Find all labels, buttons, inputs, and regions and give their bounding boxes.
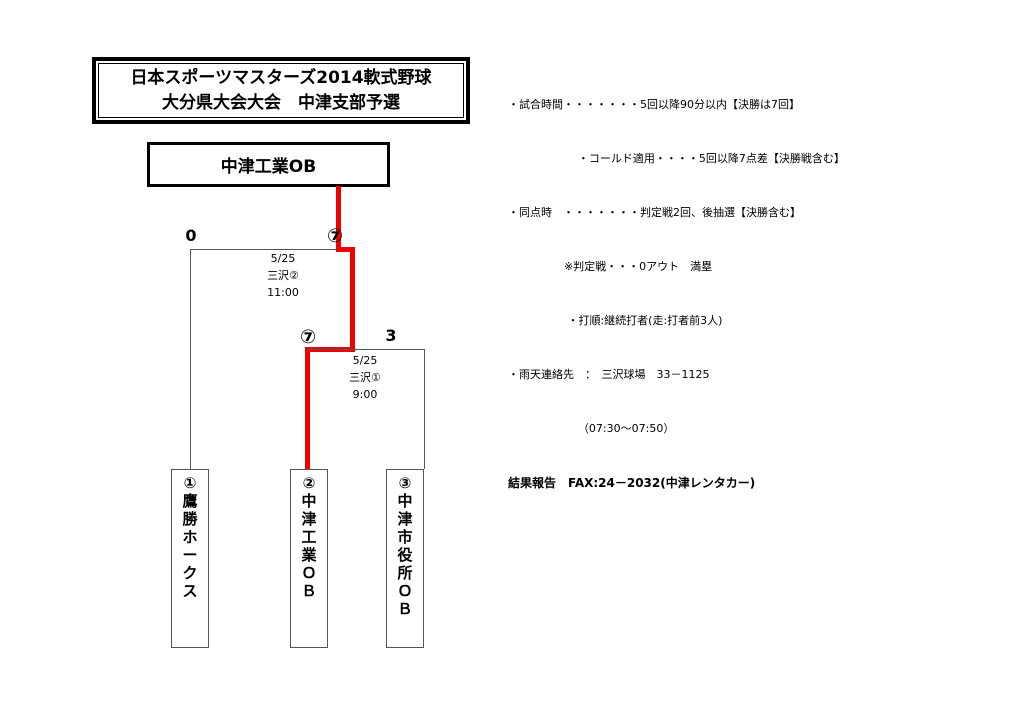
rules-notes: ・試合時間・・・・・・・5回以降90分以内【決勝は7回】 ・コールド適用・・・・…: [508, 60, 1008, 528]
champion-box: 中津工業OB: [147, 142, 390, 187]
final-horizontal-left: [190, 249, 338, 250]
final-left-score: 0: [185, 226, 197, 245]
tournament-title-line-1: 日本スポーツマスターズ2014軟式野球: [130, 67, 432, 88]
tournament-title-inner: 日本スポーツマスターズ2014軟式野球 大分県大会大会 中津支部予選: [98, 63, 464, 118]
semifinal-right-leg: [424, 349, 425, 469]
winner-path-team2-leg: [305, 347, 310, 471]
final-left-leg: [190, 249, 191, 469]
note-line-6: ・雨天連絡先 ： 三沢球場 33－1125: [508, 368, 710, 381]
semifinal-match-date: 5/25: [352, 354, 378, 367]
winner-path-final-right-leg: [350, 247, 355, 352]
note-fax-line: 結果報告 FAX:24－2032(中津レンタカー): [508, 476, 756, 490]
semifinal-left-score: ⑦: [299, 326, 317, 348]
note-line-2: ・コールド適用・・・・5回以降7点差【決勝戦含む】: [508, 152, 845, 165]
semifinal-horizontal-right: [307, 349, 424, 350]
note-line-7: （07:30～07:50）: [508, 422, 675, 435]
semifinal-match-time: 9:00: [352, 388, 378, 401]
winner-path-champion-stem: [336, 186, 341, 252]
semifinal-match-info: 5/25 三沢① 9:00: [310, 352, 420, 403]
final-match-info: 5/25 三沢② 11:00: [228, 250, 338, 301]
final-match-time: 11:00: [267, 286, 299, 299]
final-match-venue: 三沢②: [267, 269, 299, 282]
note-line-4: ※判定戦・・・0アウト 満塁: [508, 260, 713, 273]
tournament-title-box: 日本スポーツマスターズ2014軟式野球 大分県大会大会 中津支部予選: [92, 57, 470, 124]
semifinal-match-venue: 三沢①: [349, 371, 381, 384]
tournament-title-line-2: 大分県大会大会 中津支部予選: [162, 92, 400, 113]
note-line-3: ・同点時 ・・・・・・・判定戦2回、後抽選【決勝含む】: [508, 206, 801, 219]
final-right-score: ⑦: [326, 225, 344, 247]
semifinal-right-score: 3: [385, 326, 397, 345]
note-line-1: ・試合時間・・・・・・・5回以降90分以内【決勝は7回】: [508, 98, 800, 111]
note-line-5: ・打順:継続打者(走:打者前3人): [508, 314, 723, 327]
final-match-date: 5/25: [270, 252, 296, 265]
champion-name: 中津工業OB: [220, 157, 317, 177]
winner-path-final-horizontal: [336, 247, 355, 252]
